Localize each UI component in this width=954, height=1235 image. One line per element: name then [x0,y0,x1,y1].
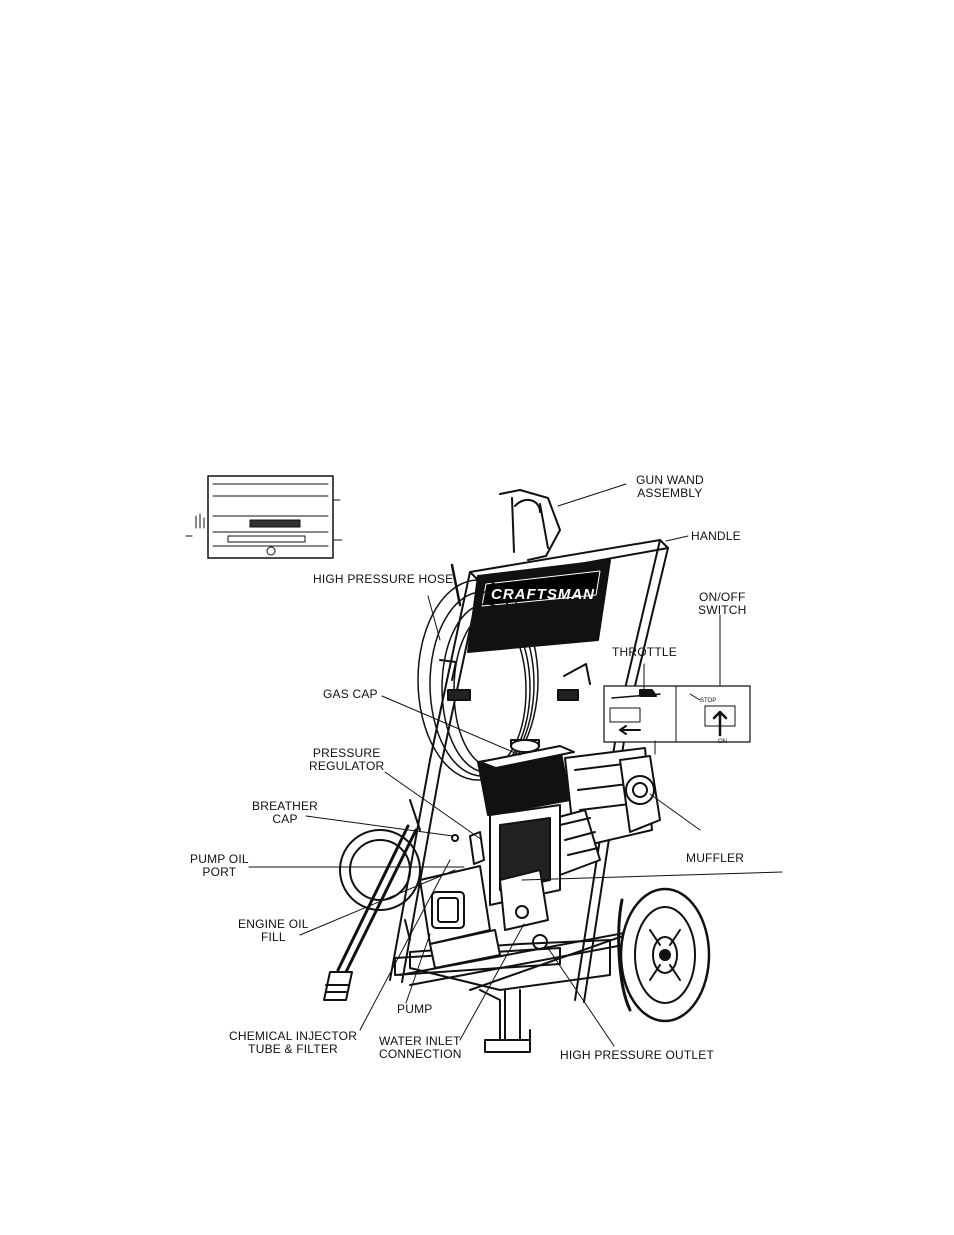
stop-text: STOP [700,698,716,704]
label-throttle: THROTTLE [612,646,677,659]
label-gas-cap: GAS CAP [323,688,378,701]
brand-logo: CRAFTSMAN [491,586,595,603]
on-text: ON [718,739,727,745]
throttle-switch-inset [604,686,750,742]
control-panel-inset [186,476,342,558]
label-pump: PUMP [397,1003,432,1016]
label-handle: HANDLE [691,530,741,543]
label-high-pressure-outlet: HIGH PRESSURE OUTLET [560,1049,714,1062]
label-muffler: MUFFLER [686,852,744,865]
label-high-pressure-hose: HIGH PRESSURE HOSE [313,573,453,586]
